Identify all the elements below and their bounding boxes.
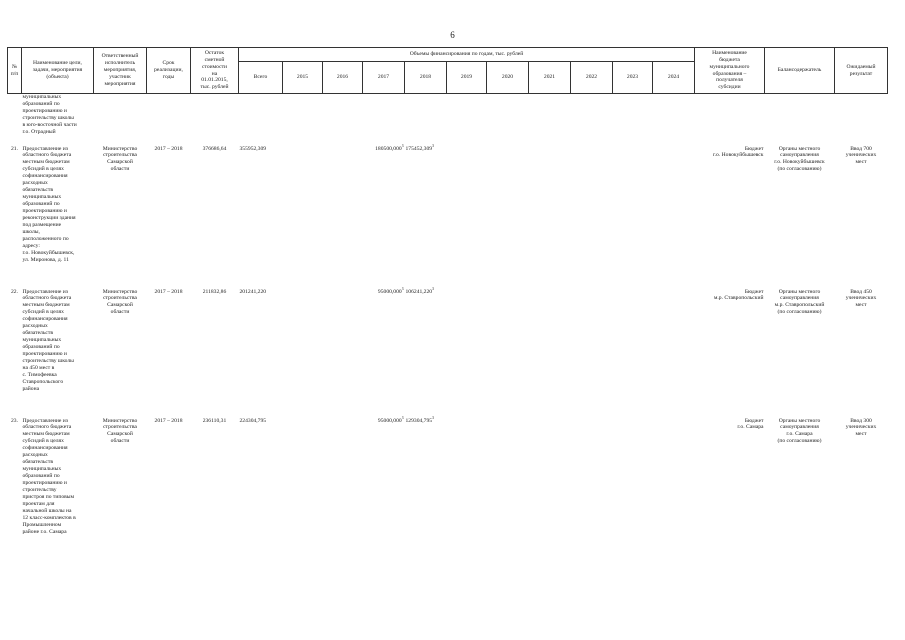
row-executor: Министерство строительства Самарской обл… [102, 288, 138, 316]
row-budget: Бюджет г.о. Самара [737, 417, 764, 431]
header-funding: Объемы финансирования по годам, тыс. руб… [238, 47, 695, 62]
header-year-2022: 2022 [570, 61, 613, 94]
row-balance: 376686,64 [202, 145, 227, 152]
header-year-2021: 2021 [528, 61, 571, 94]
row-budget: Бюджет г.о. Новокуйбышевск [712, 145, 764, 159]
header-year-2020: 2020 [486, 61, 529, 94]
row-balance: 236110,31 [202, 417, 227, 424]
row-holder: Органы местного самоуправления г.о. Ново… [774, 145, 825, 173]
row-2017: 95000,0003 [377, 415, 404, 424]
row-term: 2017 – 2018 [154, 145, 183, 152]
header-year-2024: 2024 [652, 61, 695, 94]
footnote-mark: 3 [401, 143, 404, 148]
financing-table: № п/п Наименование цели, задачи, меропри… [7, 47, 888, 568]
row-num: 23. [11, 417, 18, 424]
header-year-2018: 2018 [404, 61, 447, 94]
row-2017: 95000,0003 [377, 286, 404, 295]
header-result: Ожидаемый результат [834, 47, 888, 94]
header-budget: Наименование бюджета муниципального обра… [694, 47, 765, 94]
table-row: 23. Предоставление из областного бюджета… [8, 415, 888, 568]
header-name: Наименование цели, задачи, мероприятия (… [21, 47, 94, 94]
header-year-2016: 2016 [322, 61, 363, 94]
table-row: 21. Предоставление из областного бюджета… [8, 143, 888, 289]
row-term: 2017 – 2018 [154, 417, 183, 424]
row-executor: Министерство строительства Самарской обл… [102, 145, 138, 173]
footnote-mark: 3 [401, 286, 404, 291]
footnote-mark: 3 [401, 415, 404, 420]
row-total: 201241,220 [239, 288, 267, 295]
header-num: № п/п [7, 47, 22, 94]
footnote-mark: 3 [432, 143, 434, 148]
row-total: 355952,309 [239, 145, 267, 152]
continuation-text: муниципальных образований по проектирова… [22, 94, 77, 135]
header-balance: Остаток сметной стоимости на 01.01.2015,… [190, 47, 239, 94]
row-total: 224304,795 [239, 417, 267, 424]
row-2018: 129304,7953 [405, 415, 434, 424]
row-2018: 175452,3093 [405, 143, 434, 152]
row-2018: 106241,2203 [405, 286, 434, 295]
footnote-mark: 3 [432, 415, 434, 420]
table-row: 22. Предоставление из областного бюджета… [8, 286, 888, 418]
row-term: 2017 – 2018 [154, 288, 183, 295]
row-name: Предоставление из областного бюджета мес… [22, 288, 74, 393]
header-total: Всего [238, 61, 283, 94]
row-result: Ввод 450 ученических мест [845, 288, 877, 309]
row-holder: Органы местного самоуправления г.о. Сама… [777, 417, 822, 445]
row-num: 22. [11, 288, 18, 295]
row-name: Предоставление из областного бюджета мес… [22, 417, 76, 536]
row-num: 21. [11, 145, 18, 152]
header-term: Срок реализации, годы [146, 47, 191, 94]
header-year-2019: 2019 [446, 61, 487, 94]
row-result: Ввод 300 ученических мест [845, 417, 877, 438]
header-executor: Ответственный исполнитель мероприятия, у… [93, 47, 147, 94]
row-budget: Бюджет м.р. Ставропольский [713, 288, 764, 302]
row-2017: 180500,0003 [375, 143, 404, 152]
row-result: Ввод 700 ученических мест [845, 145, 877, 166]
page-number: 6 [450, 30, 455, 40]
row-balance: 211832,86 [202, 288, 227, 295]
header-year-2015: 2015 [282, 61, 323, 94]
header-year-2023: 2023 [612, 61, 653, 94]
row-name: Предоставление из областного бюджета мес… [22, 145, 76, 264]
footnote-mark: 3 [432, 286, 434, 291]
header-holder: Балансодержатель [764, 47, 835, 94]
row-executor: Министерство строительства Самарской обл… [102, 417, 138, 445]
header-year-2017: 2017 [362, 61, 405, 94]
row-holder: Органы местного самоуправления м.р. Став… [774, 288, 825, 316]
